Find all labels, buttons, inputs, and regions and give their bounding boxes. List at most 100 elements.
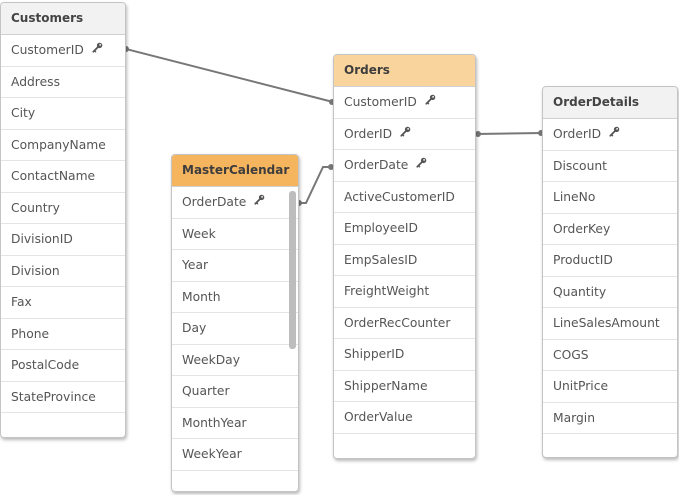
field-name: ActiveCustomerID	[344, 189, 455, 204]
field-name: PostalCode	[11, 358, 80, 372]
field-row[interactable]: EmpSalesID	[334, 245, 475, 276]
field-row[interactable]: COGS	[543, 340, 677, 371]
field-name: WeekDay	[182, 352, 240, 367]
field-row[interactable]: LineSalesAmount	[543, 308, 677, 340]
field-row[interactable]: Week	[172, 219, 298, 250]
field-name: ShipperName	[344, 378, 428, 393]
field-row[interactable]: Day	[172, 313, 298, 345]
field-row[interactable]: OrderDate	[334, 150, 475, 182]
table-title: Customers	[1, 3, 125, 35]
field-name: Fax	[11, 295, 32, 309]
field-name: ShipperID	[344, 347, 405, 361]
field-name: OrderID	[344, 126, 393, 141]
field-row[interactable]: OrderValue	[334, 402, 475, 434]
field-row[interactable]: Fax	[1, 287, 125, 319]
field-name: OrderRecCounter	[344, 315, 451, 330]
field-name: OrderValue	[344, 410, 413, 424]
field-row[interactable]: WeekDay	[172, 345, 298, 376]
link-endpoint	[475, 131, 481, 137]
field-row[interactable]: Address	[1, 67, 125, 98]
field-name: OrderDate	[344, 158, 409, 172]
field-row[interactable]: OrderID	[543, 119, 677, 151]
field-row[interactable]: Margin	[543, 403, 677, 434]
field-name: Year	[182, 258, 209, 272]
field-row[interactable]: Division	[1, 256, 125, 287]
field-row[interactable]: ShipperID	[334, 339, 475, 371]
field-row[interactable]: WeekYear	[172, 439, 298, 471]
field-row[interactable]: OrderID	[334, 118, 475, 150]
field-row[interactable]: OrderDate	[172, 187, 298, 219]
field-row[interactable]: StateProvince	[1, 382, 125, 413]
scrollbar-thumb[interactable]	[289, 191, 296, 349]
field-name: Margin	[553, 410, 596, 425]
link-orders-orderdetails-orderid[interactable]	[475, 132, 543, 135]
key-icon	[400, 118, 411, 149]
field-row[interactable]: Year	[172, 250, 298, 282]
field-row[interactable]: UnitPrice	[543, 371, 677, 403]
field-name: Discount	[553, 158, 607, 173]
field-name: CustomerID	[11, 43, 84, 57]
table-title: Orders	[334, 55, 475, 87]
field-row[interactable]: PostalCode	[1, 350, 125, 382]
field-row[interactable]: DivisionID	[1, 224, 125, 256]
field-row[interactable]: Discount	[543, 151, 677, 182]
link-mastercalendar-orders-orderdate[interactable]	[299, 166, 333, 204]
field-row[interactable]: OrderRecCounter	[334, 308, 475, 339]
field-row[interactable]: EmployeeID	[334, 213, 475, 245]
field-name: Quantity	[553, 284, 607, 299]
field-row[interactable]: Phone	[1, 319, 125, 350]
field-row[interactable]: MonthYear	[172, 408, 298, 439]
field-name: CompanyName	[11, 137, 106, 152]
field-name: Country	[11, 200, 60, 215]
field-name: City	[11, 106, 36, 120]
field-name: UnitPrice	[553, 379, 609, 393]
field-name: Quarter	[182, 384, 230, 398]
field-name: Day	[182, 321, 207, 335]
field-row[interactable]: ProductID	[543, 245, 677, 277]
field-name: Phone	[11, 326, 50, 341]
field-name: COGS	[553, 347, 589, 362]
key-icon	[609, 118, 620, 149]
field-name: Week	[182, 226, 216, 241]
field-name: Month	[182, 289, 221, 304]
field-name: LineSalesAmount	[553, 316, 660, 330]
link-customers-orders-customerid[interactable]	[125, 48, 334, 103]
field-row[interactable]: CustomerID	[334, 87, 475, 119]
field-name: OrderDate	[182, 195, 247, 209]
key-icon	[254, 186, 265, 217]
field-row[interactable]: City	[1, 98, 125, 130]
field-row[interactable]: CustomerID	[1, 35, 125, 67]
key-icon	[92, 34, 103, 65]
field-row[interactable]: Quarter	[172, 376, 298, 408]
field-name: DivisionID	[11, 232, 73, 246]
field-name: OrderKey	[553, 221, 611, 236]
field-name: MonthYear	[182, 415, 247, 430]
field-row[interactable]: Quantity	[543, 277, 677, 308]
field-name: LineNo	[553, 190, 596, 204]
field-row[interactable]: Month	[172, 282, 298, 313]
field-row[interactable]: Country	[1, 193, 125, 224]
field-row[interactable]: OrderKey	[543, 214, 677, 245]
field-name: Address	[11, 74, 60, 89]
field-row[interactable]: ActiveCustomerID	[334, 182, 475, 213]
field-row[interactable]: LineNo	[543, 182, 677, 214]
field-row[interactable]: ContactName	[1, 161, 125, 193]
field-row[interactable]: ShipperName	[334, 371, 475, 402]
field-name: CustomerID	[344, 95, 417, 109]
field-name: StateProvince	[11, 389, 96, 404]
field-name: OrderID	[553, 127, 602, 141]
field-row[interactable]: FreightWeight	[334, 276, 475, 308]
link-endpoint	[328, 164, 334, 170]
field-name: ProductID	[553, 253, 613, 267]
field-name: FreightWeight	[344, 284, 430, 298]
field-row[interactable]: CompanyName	[1, 130, 125, 161]
